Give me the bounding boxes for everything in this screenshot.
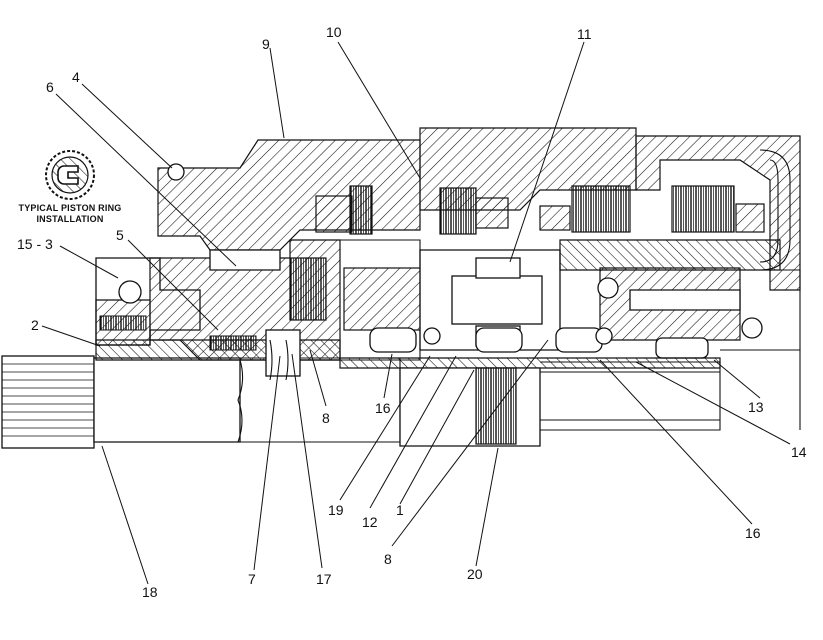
callout-18: 18 bbox=[142, 584, 158, 600]
piston-ring-inset-icon bbox=[45, 150, 95, 200]
callout-8-lower: 8 bbox=[384, 551, 392, 567]
inset-caption-line-2: INSTALLATION bbox=[36, 214, 104, 224]
callout-16-left: 16 bbox=[375, 400, 391, 416]
callout-11: 11 bbox=[577, 26, 592, 42]
center-carrier bbox=[340, 239, 561, 361]
callout-14: 14 bbox=[791, 444, 807, 460]
rear-housing bbox=[597, 267, 801, 351]
clutch-pack-3 bbox=[539, 185, 781, 271]
input-shaft bbox=[1, 355, 401, 449]
callout-5: 5 bbox=[116, 227, 124, 243]
callout-2: 2 bbox=[31, 317, 39, 333]
callout-7: 7 bbox=[248, 571, 256, 587]
callout-15-3: 15 - 3 bbox=[17, 236, 53, 252]
callout-6: 6 bbox=[46, 79, 54, 95]
output-shaft bbox=[339, 349, 801, 447]
callout-10: 10 bbox=[326, 24, 342, 40]
callout-8-upper: 8 bbox=[322, 410, 330, 426]
callout-17: 17 bbox=[316, 571, 332, 587]
clutch-pack-1 bbox=[289, 257, 441, 331]
callout-20: 20 bbox=[467, 566, 483, 582]
callout-19: 19 bbox=[328, 502, 344, 518]
leader-lines bbox=[41, 41, 791, 585]
callout-16-right: 16 bbox=[745, 525, 761, 541]
bearings bbox=[369, 327, 709, 359]
callout-4: 4 bbox=[72, 69, 80, 85]
clutch-pack-2 bbox=[315, 185, 509, 235]
callout-9: 9 bbox=[262, 36, 270, 52]
callout-12: 12 bbox=[362, 514, 378, 530]
inset-caption-line-1: TYPICAL PISTON RING bbox=[18, 203, 122, 213]
callout-13: 13 bbox=[748, 399, 764, 415]
callout-1: 1 bbox=[396, 502, 404, 518]
